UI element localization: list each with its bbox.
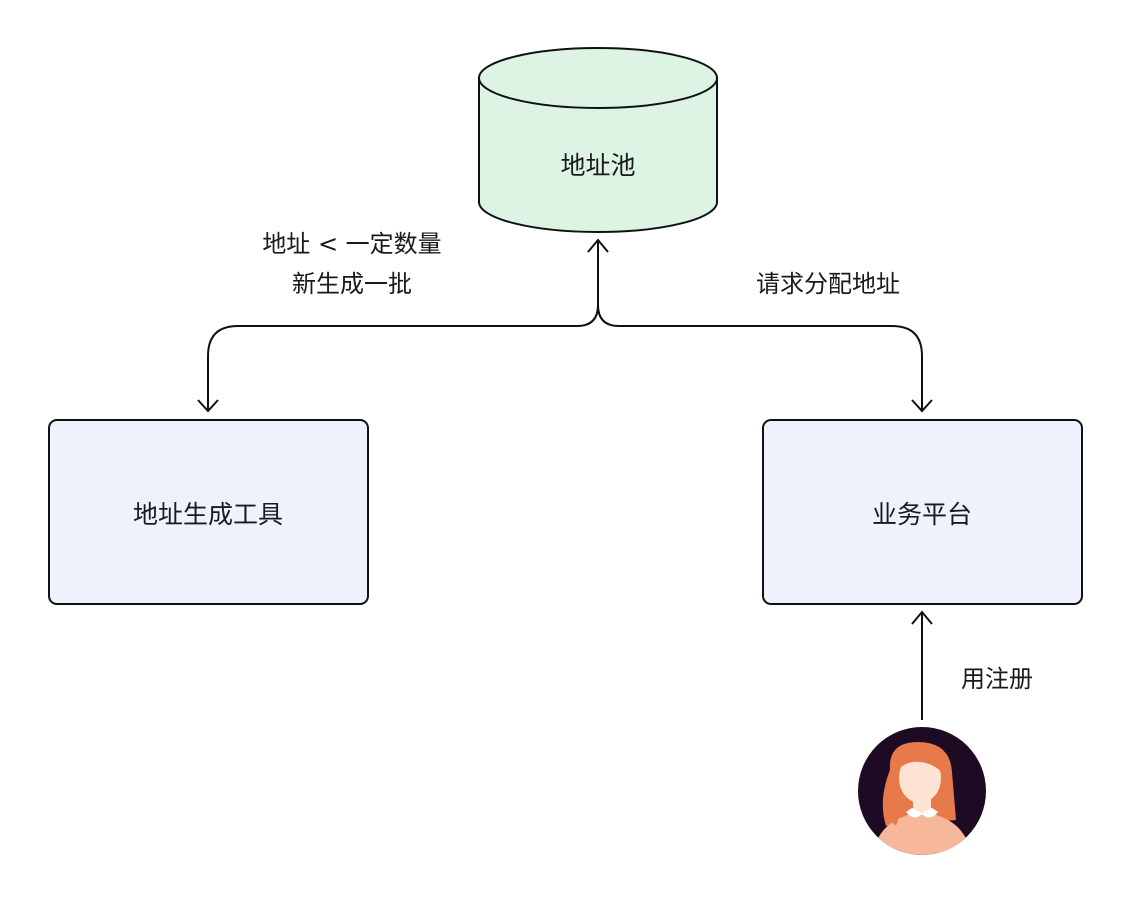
avatar-collar: [906, 808, 938, 818]
address-generator-node[interactable]: 地址生成工具: [48, 419, 369, 605]
business-platform-node[interactable]: 业务平台: [762, 419, 1083, 605]
user-avatar-icon[interactable]: [858, 727, 986, 860]
avatar-face: [899, 753, 941, 803]
arrowhead-down-generator: [197, 399, 219, 413]
edge-label-generate-line1: 地址 < 一定数量: [262, 230, 441, 258]
address-generator-label: 地址生成工具: [133, 500, 283, 529]
edge-pool-to-generator: [207, 304, 599, 410]
avatar-hair-front: [896, 744, 945, 774]
avatar-shirt: [872, 812, 972, 855]
edge-label-generate-line2: 新生成一批: [292, 270, 412, 298]
address-generator-box: [48, 419, 369, 605]
business-platform-box: [762, 419, 1083, 605]
edge-label-register: 用注册: [961, 665, 1033, 693]
arrowhead-down-platform: [911, 399, 933, 413]
address-pool-label: 地址池: [560, 151, 635, 180]
business-platform-label: 业务平台: [872, 500, 972, 529]
pool-edges: [197, 238, 933, 413]
edge-pool-to-platform: [597, 304, 923, 410]
avatar-hair-strand: [885, 784, 900, 826]
database-cylinder-body: [478, 78, 718, 233]
database-cylinder-top: [478, 47, 718, 109]
arrowhead-up-platform: [911, 610, 933, 625]
address-pool-node[interactable]: 地址池: [478, 47, 718, 233]
edge-label-request: 请求分配地址: [756, 270, 900, 298]
arrowhead-up-pool: [587, 238, 609, 253]
register-edge: 用注册: [911, 610, 1033, 720]
